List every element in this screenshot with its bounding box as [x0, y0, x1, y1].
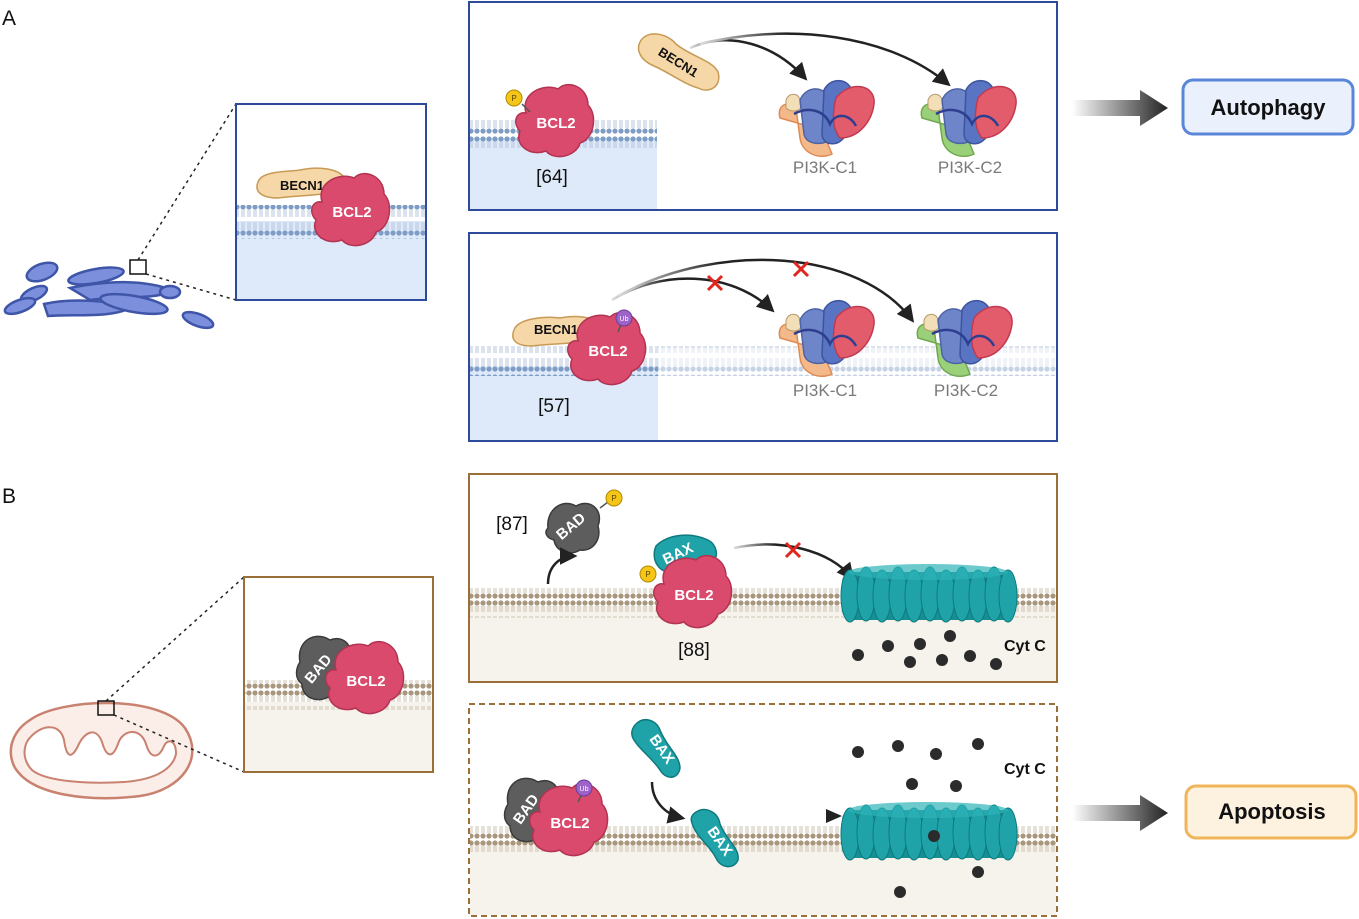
zoom-line-top [137, 103, 237, 261]
autophagy-arrow [1072, 90, 1168, 126]
apoptosis-box [1184, 784, 1358, 840]
b-top-bad-phospho-icon [605, 489, 623, 507]
b-top-cytc-label: Cyt C [1004, 638, 1046, 655]
b-top-bax-phospho-icon [639, 565, 657, 583]
b-top-pore-complex [840, 563, 1018, 623]
inset-bcl2-label: BCL2 [332, 204, 371, 221]
mitochondrion [9, 701, 194, 800]
b-top-bax-phospho-label: P [645, 570, 650, 579]
b-top-block-x [784, 541, 802, 559]
a-bottom-ubiquitin-label: Ub [620, 316, 629, 323]
b-top-bad-phospho-label: P [611, 494, 616, 503]
zoom-region-box [129, 259, 147, 275]
b-bottom-bcl2-label: BCL2 [550, 815, 589, 832]
a-top-arrow-to-pi3k2 [699, 32, 951, 87]
panel-b-label: B [2, 485, 16, 508]
b-bottom-cytc-particles [852, 738, 984, 898]
inset-b: BAD BCL2 [243, 576, 434, 773]
a-bottom-block-x-1 [706, 274, 724, 292]
a-top-phospho-icon [505, 89, 523, 107]
panel-b-top: [87] BAD P BAX BCL2 P [88] Cyt C [468, 473, 1058, 683]
panel-a-label: A [2, 7, 16, 30]
b-top-citation-bcl2: [88] [678, 640, 710, 661]
b-bottom-pore-complex [840, 801, 1018, 861]
a-bottom-block-x-2 [792, 260, 810, 278]
a-bottom-pi3k1-label: PI3K-C1 [793, 381, 857, 400]
b-bottom-bax-free-protein [631, 719, 681, 778]
b-top-bax-arrow [733, 543, 855, 581]
panel-a-bottom: BECN1 BCL2 Ub [57] PI3K-C1 PI3K-C2 [468, 232, 1058, 442]
a-bottom-bcl2-label: BCL2 [588, 343, 627, 360]
b-bottom-pore-arrow-head [826, 809, 842, 823]
a-bottom-becn1-label: BECN1 [534, 322, 578, 337]
zoom-line-bottom [145, 273, 237, 301]
inset-a: BECN1 BCL2 [235, 103, 427, 301]
b-top-bad-release-arrow [546, 547, 578, 585]
apoptosis-label: Apoptosis [1218, 799, 1326, 824]
zoom-line-bottom-b [113, 714, 245, 773]
a-top-phospho-label: P [511, 94, 516, 103]
autophagy-box [1181, 78, 1355, 136]
a-top-bcl2-label: BCL2 [536, 115, 575, 132]
inset-becn1-label: BECN1 [280, 178, 324, 193]
endoplasmic-reticulum [3, 261, 215, 330]
b-bottom-bax-translocation-arrow [650, 781, 686, 824]
b-top-bad-protein [545, 502, 601, 554]
b-bottom-bax-membrane-protein [690, 808, 739, 868]
zoom-line-top-b [105, 576, 245, 702]
b-top-cytc-particles [852, 630, 1002, 670]
b-bottom-cytc-label: Cyt C [1004, 761, 1046, 778]
a-top-pi3k1-label: PI3K-C1 [793, 158, 857, 177]
a-bottom-arrow-to-pi3k2 [617, 258, 915, 323]
b-bottom-ubiquitin-label: Ub [580, 786, 589, 793]
panel-b-bottom: BAD BCL2 Ub BAX BAX Cyt C [468, 703, 1058, 917]
b-top-bcl2-label: BCL2 [674, 587, 713, 604]
autophagy-label: Autophagy [1211, 95, 1327, 120]
panel-a-top: BCL2 P [64] BECN1 PI3K-C1 PI3K-C2 [468, 1, 1058, 211]
a-bottom-ubiquitin-icon [615, 309, 633, 327]
a-top-becn1-protein [637, 33, 720, 91]
b-bottom-ubiquitin-icon [575, 779, 593, 797]
apoptosis-arrow [1072, 795, 1168, 831]
inset-b-bcl2-label: BCL2 [346, 673, 385, 690]
a-top-citation: [64] [536, 167, 568, 188]
a-bottom-pi3k2-label: PI3K-C2 [934, 381, 998, 400]
a-bottom-citation: [57] [538, 396, 570, 417]
b-top-citation-bad: [87] [496, 514, 528, 535]
a-top-pi3k2-label: PI3K-C2 [938, 158, 1002, 177]
